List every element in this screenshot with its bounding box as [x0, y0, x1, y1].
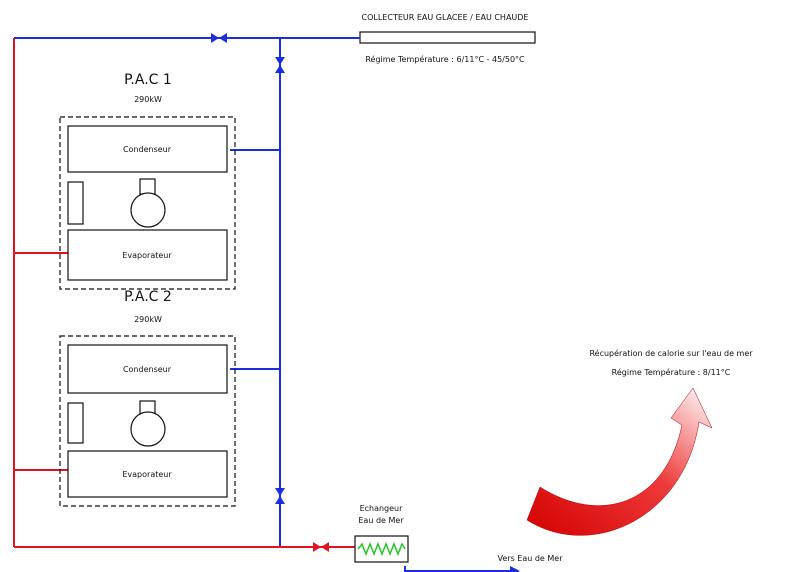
valve-exchanger — [313, 542, 329, 552]
sea-water-exchanger: Echangeur Eau de Mer Vers Eau de Mer — [354, 504, 564, 563]
hot-water-network — [13, 38, 355, 548]
pac1-control-panel — [67, 181, 84, 225]
exchanger-coil — [357, 541, 406, 557]
valve-riser-bottom — [275, 488, 285, 504]
exchanger-label-1: Echangeur — [360, 504, 404, 513]
pac2-power: 290kW — [134, 315, 162, 324]
pac1-enclosure — [59, 116, 236, 290]
valve-collector — [211, 33, 227, 43]
pac2-evaporator-label: Evaporateur — [122, 470, 172, 479]
pac1-condenser — [67, 125, 228, 173]
pac2-compressor — [130, 411, 166, 447]
pac2-condenser — [67, 344, 228, 394]
collector-pipe — [359, 31, 536, 44]
recovery-line-2: Régime Température : 8/11°C — [612, 367, 731, 377]
pac1-compressor-head — [139, 178, 156, 195]
exchanger-label-2: Eau de Mer — [358, 516, 404, 525]
pac1-compressor — [130, 192, 166, 228]
recovery-line-1: Récupération de calorie sur l'eau de mer — [589, 348, 753, 358]
pac2-condenser-label: Condenseur — [123, 365, 172, 374]
valve-riser-top — [275, 57, 285, 73]
pac1-power: 290kW — [134, 95, 162, 104]
recovery-info: Récupération de calorie sur l'eau de mer… — [589, 348, 753, 377]
pac1-title: P.A.C 1 — [124, 72, 172, 88]
pac1-evaporator-label: Evaporateur — [122, 251, 172, 260]
cold-water-network — [14, 37, 520, 572]
sea-outlet-arrowhead — [510, 566, 520, 572]
sea-outlet-label: Vers Eau de Mer — [498, 554, 564, 563]
collector-regime: Régime Température : 6/11°C - 45/50°C — [365, 54, 525, 64]
pac2-title: P.A.C 2 — [124, 289, 172, 305]
pac1-evaporator — [67, 229, 228, 281]
pac2-unit: P.A.C 2 290kW Condenseur Evaporateur — [59, 289, 236, 507]
pac2-control-panel — [67, 402, 84, 444]
pac2-evaporator — [67, 450, 228, 498]
collector: COLLECTEUR EAU GLACEE / EAU CHAUDE Régim… — [359, 13, 536, 64]
pac2-enclosure — [59, 335, 236, 507]
pac1-unit: P.A.C 1 290kW Condenseur Evaporateur — [59, 72, 236, 290]
pac1-condenser-label: Condenseur — [123, 145, 172, 154]
heat-recovery-arrow — [526, 387, 713, 536]
collector-title: COLLECTEUR EAU GLACEE / EAU CHAUDE — [362, 13, 529, 22]
